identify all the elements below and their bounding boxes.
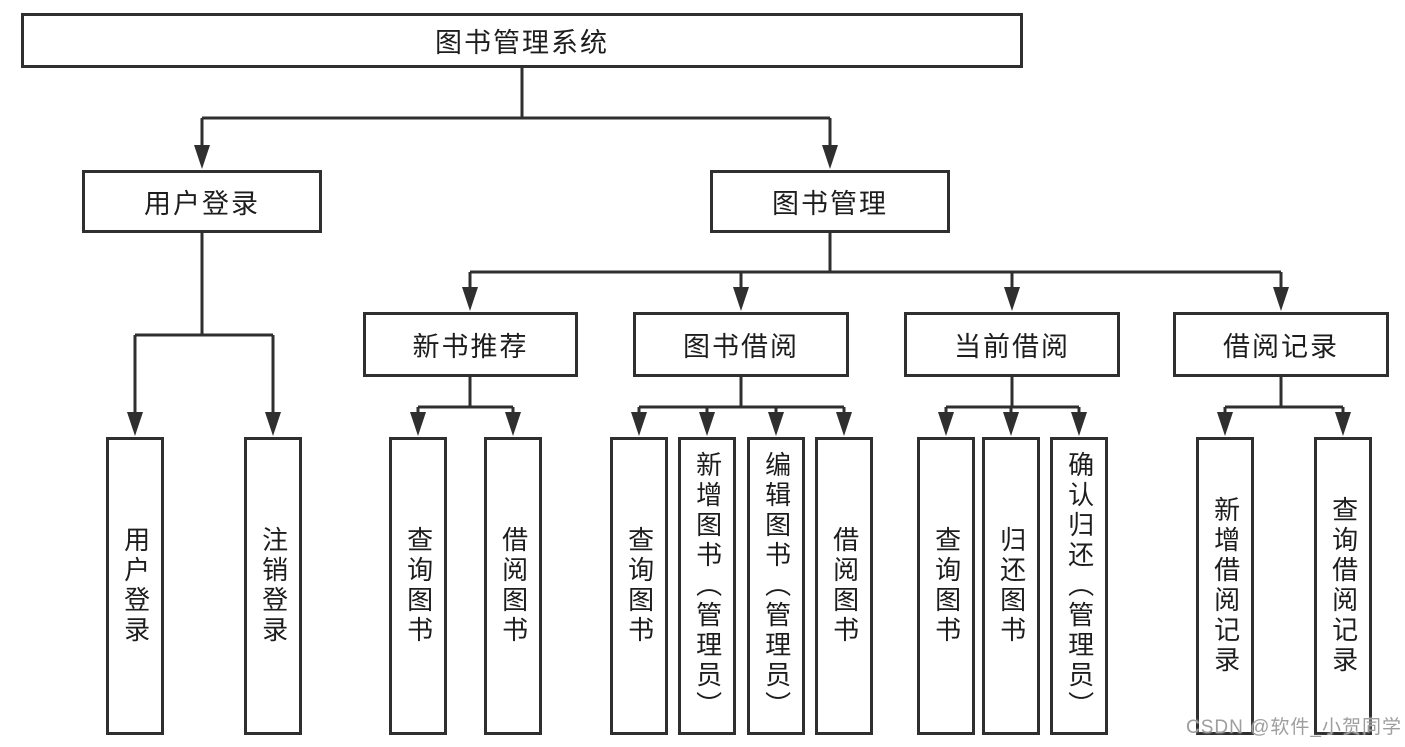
leaf-edit-books-admin: 编辑图书（管理员） <box>747 437 805 735</box>
leaf-logout: 注销登录 <box>244 437 302 735</box>
leaf-borrow-books: 借阅图书 <box>815 437 873 735</box>
leaf-add-books-admin: 新增图书（管理员） <box>678 437 736 735</box>
leaf-search-books-recommend: 查询图书 <box>389 437 447 735</box>
node-borrowing-records: 借阅记录 <box>1173 312 1389 377</box>
node-library-management-system: 图书管理系统 <box>21 13 1023 68</box>
node-book-borrowing: 图书借阅 <box>633 312 849 377</box>
leaf-user-login: 用户登录 <box>106 437 164 735</box>
leaf-search-books-current: 查询图书 <box>917 437 975 735</box>
node-current-borrowing: 当前借阅 <box>904 312 1120 377</box>
leaf-confirm-return-admin: 确认归还（管理员） <box>1050 437 1108 735</box>
leaf-borrow-books-recommend: 借阅图书 <box>484 437 542 735</box>
leaf-search-books-borrowing: 查询图书 <box>610 437 668 735</box>
node-book-management: 图书管理 <box>710 170 950 233</box>
node-new-book-recommendation: 新书推荐 <box>363 312 578 377</box>
leaf-search-borrow-record: 查询借阅记录 <box>1314 437 1372 735</box>
watermark: CSDN @软件_小贺同学 <box>1186 717 1402 738</box>
node-user-login: 用户登录 <box>82 170 322 233</box>
leaf-return-books: 归还图书 <box>982 437 1040 735</box>
leaf-add-borrow-record: 新增借阅记录 <box>1196 437 1254 735</box>
